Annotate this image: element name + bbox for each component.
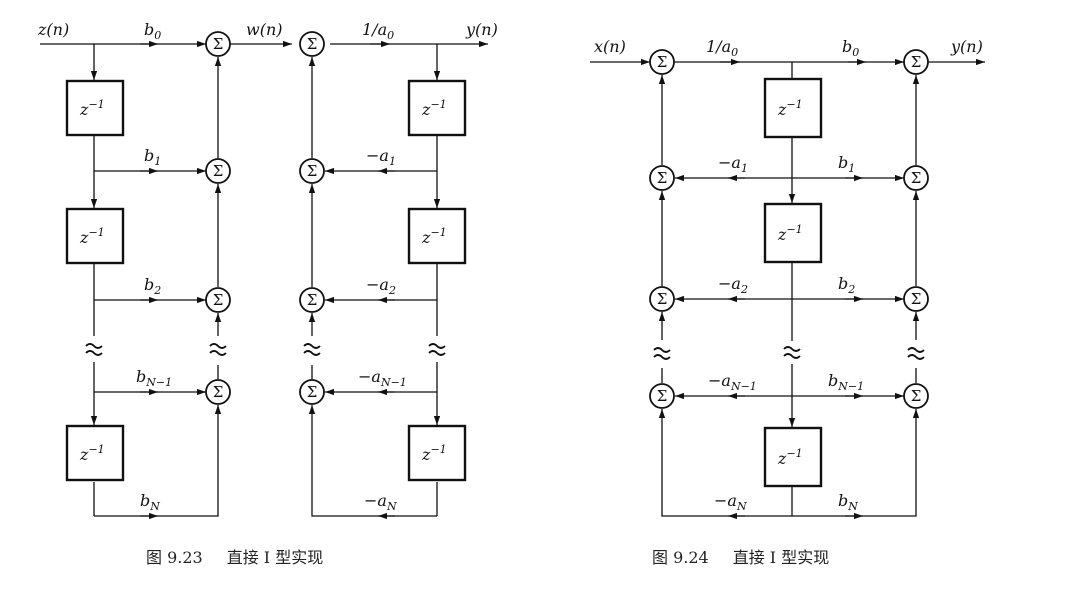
svg-text:z−1: z−1 xyxy=(79,443,105,464)
ff-coef-label: b2 xyxy=(838,274,855,296)
sum-node: Σ xyxy=(903,286,929,312)
input-label: x(n) xyxy=(594,37,626,56)
svg-text:z−1: z−1 xyxy=(79,226,105,247)
sum-node: Σ xyxy=(205,31,231,57)
delay-block xyxy=(407,207,467,265)
svg-text:Σ: Σ xyxy=(213,162,224,180)
svg-text:Σ: Σ xyxy=(213,35,224,53)
fb-coef-label: −aN xyxy=(364,491,397,513)
delay-block xyxy=(65,79,125,137)
gain-label: 1/a0 xyxy=(706,37,738,59)
fb-coef-label: −aN−1 xyxy=(358,367,407,389)
fb-branch xyxy=(308,405,437,517)
output-label: y(n) xyxy=(950,37,983,56)
gain-label: 1/a0 xyxy=(362,20,394,42)
delay-block xyxy=(407,424,467,482)
ff-coef-label: bN xyxy=(838,491,858,513)
sum-node: Σ xyxy=(903,49,929,75)
ff-branch xyxy=(94,405,222,517)
input-label: z(n) xyxy=(37,20,69,39)
svg-text:z−1: z−1 xyxy=(777,447,803,468)
delay-block xyxy=(65,424,125,482)
sum-node: Σ xyxy=(299,379,325,405)
output-label: y(n) xyxy=(465,20,498,39)
svg-text:Σ: Σ xyxy=(307,162,318,180)
sum-node: Σ xyxy=(205,158,231,184)
svg-text:Σ: Σ xyxy=(657,290,668,308)
svg-text:Σ: Σ xyxy=(657,169,668,187)
delay-block xyxy=(407,79,467,137)
delay-block xyxy=(763,77,823,139)
sum-node: Σ xyxy=(649,286,675,312)
sum-node: Σ xyxy=(649,49,675,75)
svg-text:Σ: Σ xyxy=(911,290,922,308)
gain-label: b0 xyxy=(842,37,859,59)
svg-text:Σ: Σ xyxy=(307,383,318,401)
svg-text:Σ: Σ xyxy=(307,291,318,309)
fb-coef-label: −a1 xyxy=(718,153,748,175)
sum-node: Σ xyxy=(299,31,325,57)
ff-coef-label: bN−1 xyxy=(136,367,172,389)
svg-text:Σ: Σ xyxy=(911,53,922,71)
svg-text:z−1: z−1 xyxy=(421,226,447,247)
ff-coef-label: b1 xyxy=(144,146,161,168)
svg-text:z−1: z−1 xyxy=(777,98,803,119)
svg-text:Σ: Σ xyxy=(307,35,318,53)
figure-9-23: z−1 z−1 z−1 z−1 z−1 z−1 xyxy=(37,20,498,567)
figure-9-24: z−1 z−1 z−1 xyxy=(590,37,985,567)
svg-text:Σ: Σ xyxy=(911,169,922,187)
break-mark xyxy=(653,346,925,360)
delay-block xyxy=(65,207,125,265)
fb-branch xyxy=(658,409,792,517)
fb-coef-label: −a2 xyxy=(366,275,396,297)
sum-node: Σ xyxy=(299,287,325,313)
sum-node: Σ xyxy=(903,165,929,191)
svg-text:z−1: z−1 xyxy=(79,98,105,119)
sum-node: Σ xyxy=(649,383,675,409)
svg-text:z−1: z−1 xyxy=(777,223,803,244)
ff-coef-label: b2 xyxy=(144,275,161,297)
fb-coef-label: −aN−1 xyxy=(708,371,757,393)
gain-label: b0 xyxy=(144,20,161,42)
svg-text:Σ: Σ xyxy=(213,383,224,401)
fb-coef-label: −a2 xyxy=(718,274,748,296)
middle-label: w(n) xyxy=(246,20,282,39)
break-mark xyxy=(85,343,446,356)
ff-coef-label: bN xyxy=(140,491,160,513)
sum-node: Σ xyxy=(649,165,675,191)
fb-coef-label: −a1 xyxy=(366,146,396,168)
ff-coef-label: bN−1 xyxy=(828,371,864,393)
sum-node: Σ xyxy=(299,158,325,184)
fb-coef-label: −aN xyxy=(714,491,747,513)
delay-block xyxy=(763,426,823,488)
svg-text:Σ: Σ xyxy=(657,387,668,405)
ff-branch xyxy=(792,409,920,517)
svg-text:Σ: Σ xyxy=(911,387,922,405)
sum-node: Σ xyxy=(205,287,231,313)
sum-node: Σ xyxy=(205,379,231,405)
svg-text:Σ: Σ xyxy=(213,291,224,309)
svg-text:z−1: z−1 xyxy=(421,443,447,464)
ff-coef-label: b1 xyxy=(838,153,855,175)
sum-node: Σ xyxy=(903,383,929,409)
svg-text:z−1: z−1 xyxy=(421,98,447,119)
delay-block xyxy=(763,202,823,264)
svg-text:Σ: Σ xyxy=(657,53,668,71)
